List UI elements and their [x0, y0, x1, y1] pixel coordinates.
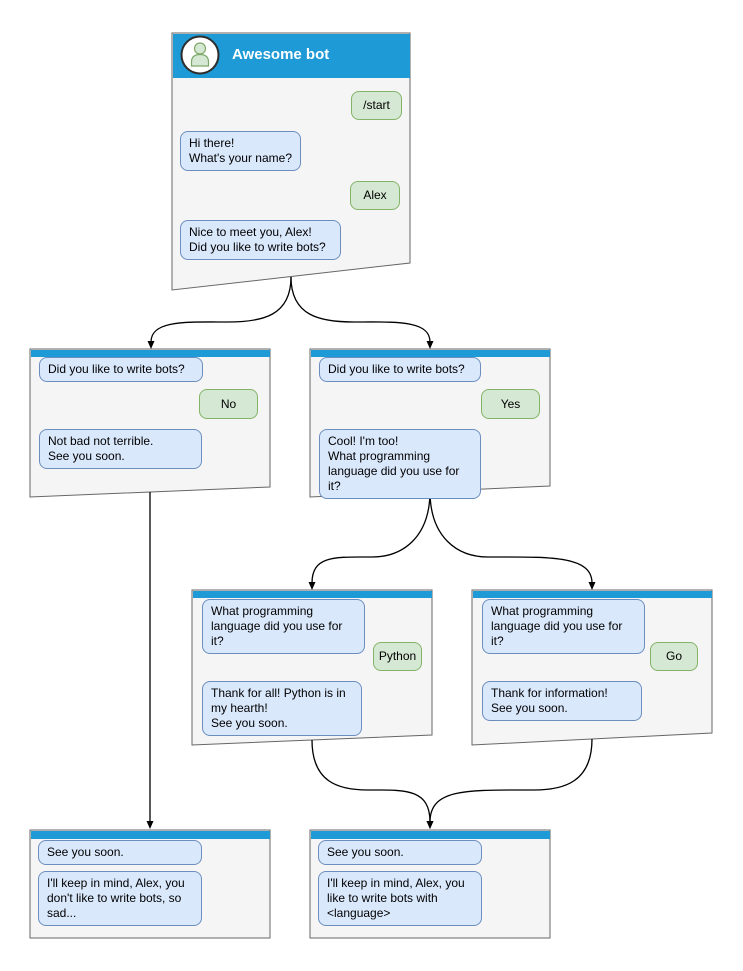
window-title: Awesome bot	[232, 46, 330, 63]
window-titlebar	[311, 831, 550, 839]
arrow-python-to-end	[311, 739, 434, 829]
bot-message-bubble: Thank for information! See you soon.	[482, 681, 642, 721]
bot-message-bubble: Not bad not terrible. See you soon.	[39, 429, 202, 469]
bot-message-bubble: Nice to meet you, Alex! Did you like to …	[180, 220, 341, 260]
user-message-bubble: Python	[373, 642, 422, 671]
arrow-go-to-end	[426, 738, 593, 829]
user-message-bubble: Go	[650, 642, 698, 671]
person-icon	[190, 42, 210, 67]
arrow-yes-to-python	[308, 490, 431, 590]
bot-avatar	[180, 35, 220, 75]
bot-message-bubble: Cool! I'm too! What programming language…	[319, 429, 481, 499]
window-titlebar	[31, 831, 270, 839]
chat-window-no-branch: Did you like to write bots? No Not bad n…	[30, 349, 271, 498]
chat-window-yes-branch: Did you like to write bots? Yes Cool! I'…	[310, 349, 551, 499]
chat-window-end-no: See you soon. I'll keep in mind, Alex, y…	[30, 830, 271, 939]
arrow-main-to-yes	[290, 276, 434, 349]
bot-message-bubble: See you soon.	[38, 840, 202, 865]
user-message-bubble: Yes	[481, 389, 540, 419]
window-titlebar	[193, 591, 432, 598]
window-titlebar	[311, 350, 550, 357]
chat-window-python-branch: What programming language did you use fo…	[192, 590, 433, 746]
chat-window-main: Awesome bot /start Hi there! What's your…	[172, 33, 411, 291]
user-message-bubble: /start	[351, 91, 402, 120]
arrow-main-to-no	[147, 276, 292, 349]
bot-message-bubble: I'll keep in mind, Alex, you don't like …	[38, 871, 202, 926]
bot-message-bubble: What programming language did you use fo…	[202, 599, 365, 654]
bot-message-bubble: Did you like to write bots?	[39, 357, 203, 382]
bot-message-bubble: Hi there! What's your name?	[180, 131, 301, 171]
arrow-yes-to-go	[429, 490, 596, 590]
window-titlebar	[473, 591, 712, 598]
bot-message-bubble: What programming language did you use fo…	[482, 599, 645, 654]
bot-message-bubble: Did you like to write bots?	[319, 357, 481, 382]
user-message-bubble: Alex	[350, 181, 400, 210]
chat-window-go-branch: What programming language did you use fo…	[472, 590, 713, 746]
user-message-bubble: No	[199, 389, 258, 419]
bot-message-bubble: See you soon.	[318, 840, 482, 865]
bot-message-bubble: Thank for all! Python is in my hearth! S…	[202, 681, 362, 736]
window-titlebar	[31, 350, 270, 357]
bot-message-bubble: I'll keep in mind, Alex, you like to wri…	[318, 871, 482, 926]
chat-window-end-yes: See you soon. I'll keep in mind, Alex, y…	[310, 830, 551, 939]
